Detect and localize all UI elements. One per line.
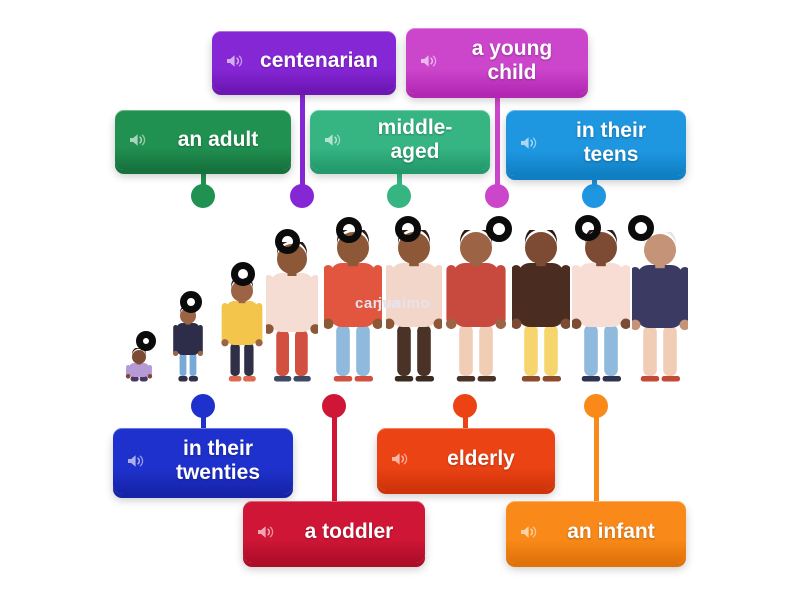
pin-knob[interactable] (582, 184, 606, 208)
pin-knob[interactable] (584, 394, 608, 418)
label-tile-centenarian[interactable]: centenarian (212, 31, 396, 91)
pin-knob[interactable] (191, 184, 215, 208)
marker-adult[interactable] (395, 216, 421, 242)
figure-twenties (322, 225, 384, 382)
marker-twenties[interactable] (336, 217, 362, 243)
label-tile-text: an infant (567, 520, 655, 544)
speaker-icon[interactable] (420, 53, 438, 69)
illustration-watermark: junimo (378, 295, 431, 312)
illustration-watermark: canva (355, 295, 401, 312)
label-tile-text: centenarian (260, 49, 378, 73)
figure-adult (383, 225, 445, 382)
speaker-icon[interactable] (520, 524, 538, 540)
pin-knob[interactable] (191, 394, 215, 418)
label-tile-text: elderly (447, 447, 515, 471)
pin-stem (494, 90, 500, 190)
pin-stem (331, 404, 337, 506)
marker-elderly[interactable] (628, 215, 654, 241)
figure-centenarian (629, 227, 691, 382)
figure-teen (263, 237, 321, 382)
pin-stem (299, 90, 305, 190)
label-tile-an-infant[interactable]: an infant (506, 501, 686, 563)
speaker-icon[interactable] (391, 451, 409, 467)
figure-middle-aged (510, 225, 572, 382)
speaker-icon[interactable] (520, 135, 538, 151)
label-tile-text: middle-aged (377, 116, 453, 163)
life-stages-illustration (120, 212, 691, 382)
pin-knob[interactable] (453, 394, 477, 418)
pin-knob[interactable] (290, 184, 314, 208)
pin-stem (593, 404, 599, 506)
marker-teen[interactable] (274, 228, 300, 254)
marker-child[interactable] (231, 262, 255, 286)
figure-older (570, 225, 632, 382)
marker-middle-aged[interactable] (486, 216, 512, 242)
label-tile-middle-aged[interactable]: middle-aged (310, 110, 490, 170)
marker-older[interactable] (575, 215, 601, 241)
pin-knob[interactable] (485, 184, 509, 208)
figure-infant (120, 346, 158, 382)
pin-knob[interactable] (387, 184, 411, 208)
speaker-icon[interactable] (324, 132, 342, 148)
pin-knob[interactable] (322, 394, 346, 418)
label-tile-elderly[interactable]: elderly (377, 428, 555, 490)
figure-young-child (218, 275, 266, 382)
marker-toddler[interactable] (180, 291, 202, 313)
speaker-icon[interactable] (257, 524, 275, 540)
label-tile-text: a toddler (304, 520, 394, 544)
marker-baby[interactable] (136, 331, 156, 351)
figure-adult-2 (445, 225, 507, 382)
label-tile-a-toddler[interactable]: a toddler (243, 501, 425, 563)
label-tile-an-adult[interactable]: an adult (115, 110, 291, 170)
figure-toddler (168, 304, 208, 382)
speaker-icon[interactable] (129, 132, 147, 148)
speaker-icon[interactable] (127, 453, 145, 469)
speaker-icon[interactable] (226, 53, 244, 69)
label-tile-text: an adult (177, 128, 259, 152)
